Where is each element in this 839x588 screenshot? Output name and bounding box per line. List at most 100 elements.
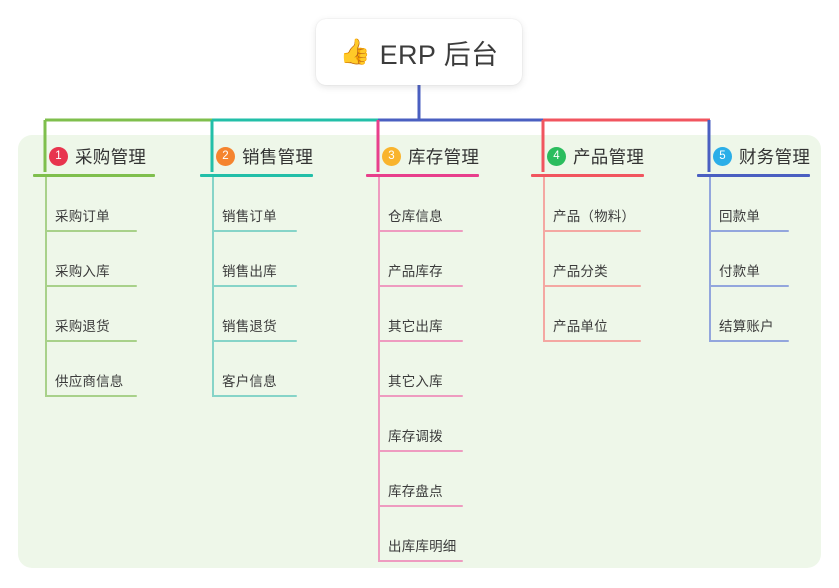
leaf-underline xyxy=(212,285,297,287)
leaf-underline xyxy=(709,230,789,232)
leaf-label: 销售退货 xyxy=(222,319,277,334)
branch-header-2[interactable]: 2 销售管理 xyxy=(200,143,313,169)
leaf-label: 采购退货 xyxy=(55,319,110,334)
leaf-underline xyxy=(378,285,463,287)
leaf-label: 采购订单 xyxy=(55,209,110,224)
leaf-label: 产品分类 xyxy=(553,264,608,279)
branch-spine xyxy=(709,177,711,342)
leaf-underline xyxy=(378,450,463,452)
leaf-node[interactable]: 供应商信息 xyxy=(33,342,155,397)
leaf-underline xyxy=(45,395,137,397)
branch-underline xyxy=(531,174,644,177)
leaf-label: 销售订单 xyxy=(222,209,277,224)
leaf-node[interactable]: 仓库信息 xyxy=(366,177,479,232)
leaf-node[interactable]: 客户信息 xyxy=(200,342,313,397)
leaf-underline xyxy=(378,340,463,342)
leaf-node[interactable]: 销售出库 xyxy=(200,232,313,287)
leaf-underline xyxy=(378,505,463,507)
leaf-label: 采购入库 xyxy=(55,264,110,279)
branch-children: 产品（物料） 产品分类产品单位 xyxy=(531,177,644,342)
leaf-label: 结算账户 xyxy=(719,319,774,334)
branch-underline xyxy=(33,174,155,177)
leaf-node[interactable]: 出库库明细 xyxy=(366,507,479,562)
leaf-underline xyxy=(709,285,789,287)
leaf-node[interactable]: 采购退货 xyxy=(33,287,155,342)
branch-title: 销售管理 xyxy=(242,146,314,167)
branch-number-badge: 1 xyxy=(49,146,68,166)
thumbs-up-icon: 👍 xyxy=(339,37,371,66)
leaf-underline xyxy=(543,285,641,287)
leaf-label: 销售出库 xyxy=(222,264,277,279)
leaf-underline xyxy=(212,395,297,397)
branch-spine xyxy=(378,177,380,562)
leaf-underline xyxy=(709,340,789,342)
branch-header-4[interactable]: 4 产品管理 xyxy=(531,143,644,169)
leaf-underline xyxy=(378,560,463,562)
leaf-label: 出库库明细 xyxy=(388,539,457,554)
leaf-label: 付款单 xyxy=(719,264,761,279)
diagram-background-panel xyxy=(18,135,821,568)
branch-number-badge: 5 xyxy=(713,146,732,166)
branch-number-badge: 2 xyxy=(216,146,235,166)
leaf-underline xyxy=(45,285,137,287)
leaf-underline xyxy=(212,340,297,342)
branch-underline xyxy=(366,174,479,177)
leaf-label: 仓库信息 xyxy=(388,209,443,224)
leaf-node[interactable]: 销售订单 xyxy=(200,177,313,232)
branch-header-5[interactable]: 5 财务管理 xyxy=(697,143,810,169)
leaf-underline xyxy=(45,230,137,232)
leaf-label: 库存调拨 xyxy=(388,429,443,444)
branch-underline xyxy=(697,174,810,177)
leaf-label: 回款单 xyxy=(719,209,761,224)
leaf-label: 供应商信息 xyxy=(55,374,124,389)
leaf-node[interactable]: 产品库存 xyxy=(366,232,479,287)
leaf-underline xyxy=(543,340,641,342)
branch-title: 库存管理 xyxy=(408,146,480,167)
branch-number-badge: 4 xyxy=(547,146,566,166)
branch-underline xyxy=(200,174,313,177)
leaf-underline xyxy=(378,230,463,232)
branch-title: 产品管理 xyxy=(573,146,645,167)
leaf-node[interactable]: 产品单位 xyxy=(531,287,644,342)
branch-2: 2 销售管理销售订单销售出库销售退货客户信息 xyxy=(200,143,313,397)
branch-title: 财务管理 xyxy=(739,146,811,167)
branch-children: 销售订单销售出库销售退货客户信息 xyxy=(200,177,313,397)
leaf-node[interactable]: 回款单 xyxy=(697,177,810,232)
leaf-underline xyxy=(212,230,297,232)
leaf-label: 产品（物料） xyxy=(553,209,636,224)
leaf-underline xyxy=(45,340,137,342)
leaf-node[interactable]: 结算账户 xyxy=(697,287,810,342)
leaf-node[interactable]: 库存调拨 xyxy=(366,397,479,452)
leaf-node[interactable]: 其它出库 xyxy=(366,287,479,342)
branch-spine xyxy=(45,177,47,397)
branch-5: 5 财务管理回款单付款单结算账户 xyxy=(697,143,810,342)
root-node-title: ERP 后台 xyxy=(379,39,499,70)
leaf-label: 库存盘点 xyxy=(388,484,443,499)
branch-children: 仓库信息产品库存其它出库其它入库库存调拨库存盘点出库库明细 xyxy=(366,177,479,562)
branch-children: 回款单付款单结算账户 xyxy=(697,177,810,342)
leaf-node[interactable]: 销售退货 xyxy=(200,287,313,342)
leaf-node[interactable]: 产品（物料） xyxy=(531,177,644,232)
branch-4: 4 产品管理产品（物料） 产品分类产品单位 xyxy=(531,143,644,342)
leaf-label: 产品库存 xyxy=(388,264,443,279)
leaf-node[interactable]: 产品分类 xyxy=(531,232,644,287)
leaf-node[interactable]: 其它入库 xyxy=(366,342,479,397)
branch-spine xyxy=(212,177,214,397)
branch-number-badge: 3 xyxy=(382,146,401,166)
branch-spine xyxy=(543,177,545,342)
branch-3: 3 库存管理仓库信息产品库存其它出库其它入库库存调拨库存盘点出库库明细 xyxy=(366,143,479,562)
leaf-node[interactable]: 库存盘点 xyxy=(366,452,479,507)
leaf-node[interactable]: 采购入库 xyxy=(33,232,155,287)
root-node[interactable]: 👍 ERP 后台 xyxy=(316,19,522,85)
leaf-label: 其它出库 xyxy=(388,319,443,334)
leaf-label: 客户信息 xyxy=(222,374,277,389)
branch-children: 采购订单采购入库采购退货供应商信息 xyxy=(33,177,155,397)
branch-header-3[interactable]: 3 库存管理 xyxy=(366,143,479,169)
branch-header-1[interactable]: 1 采购管理 xyxy=(33,143,155,169)
branch-title: 采购管理 xyxy=(75,146,147,167)
leaf-underline xyxy=(543,230,641,232)
leaf-node[interactable]: 付款单 xyxy=(697,232,810,287)
leaf-node[interactable]: 采购订单 xyxy=(33,177,155,232)
leaf-label: 其它入库 xyxy=(388,374,443,389)
